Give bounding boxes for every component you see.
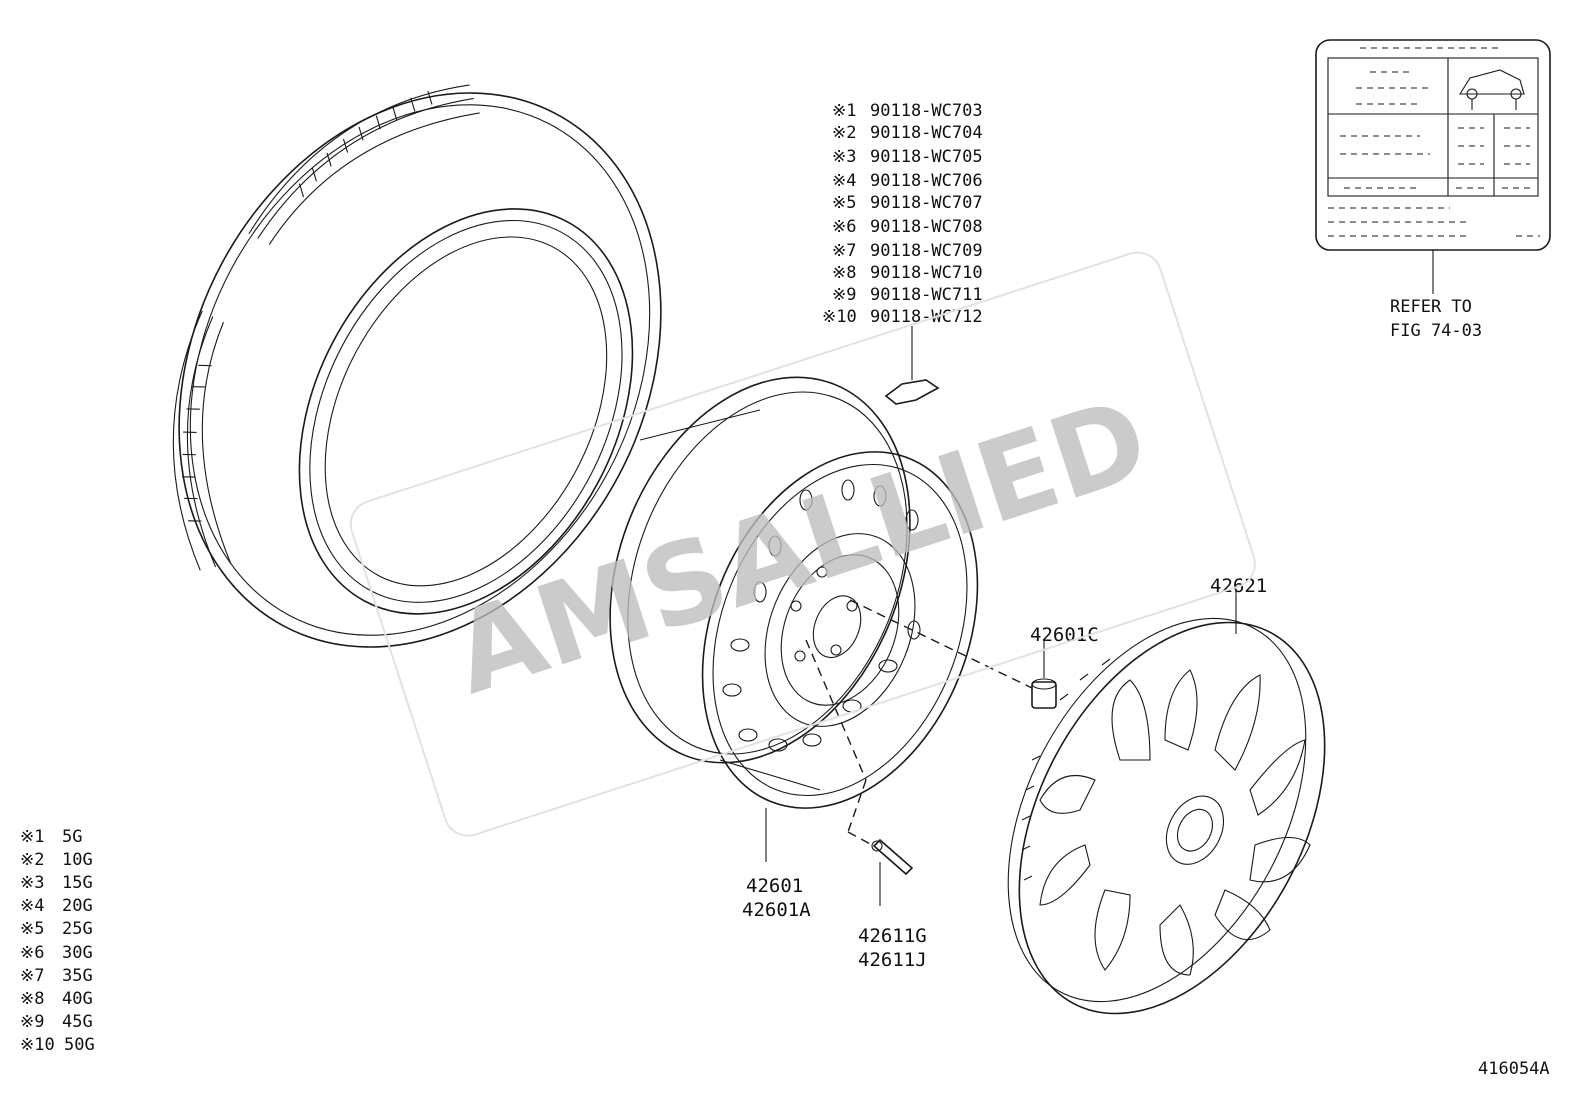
weight-mark: ※2	[832, 123, 856, 143]
weight-mark: ※5	[832, 193, 856, 213]
weight-part-number: 90118-WC709	[870, 241, 983, 261]
balance-weight-illustration	[884, 326, 940, 405]
legend-mark: ※10	[20, 1035, 55, 1055]
leader-lines	[765, 590, 1237, 862]
weight-mark: ※9	[832, 285, 856, 305]
legend-mark: ※7	[20, 966, 44, 986]
legend-weight: 45G	[62, 1012, 93, 1032]
legend-mark: ※6	[20, 943, 44, 963]
legend-mark: ※3	[20, 873, 44, 893]
wheel-alt-part-number: 42601A	[742, 899, 811, 921]
weight-part-number: 90118-WC707	[870, 193, 983, 213]
legend-mark: ※5	[20, 919, 44, 939]
weight-part-number: 90118-WC704	[870, 123, 983, 143]
weight-mark: ※7	[832, 241, 856, 261]
refer-to-label: REFER TO	[1390, 297, 1472, 317]
legend-weight: 50G	[64, 1035, 95, 1055]
weight-mark: ※4	[832, 171, 856, 191]
weight-part-number: 90118-WC705	[870, 147, 983, 167]
legend-weight: 40G	[62, 989, 93, 1009]
weight-mark: ※3	[832, 147, 856, 167]
watermark: AMSALLIED	[349, 251, 1256, 837]
weight-part-number: 90118-WC703	[870, 101, 983, 121]
vent-holes	[722, 479, 921, 752]
weight-part-number: 90118-WC711	[870, 285, 983, 305]
valve-stem-illustration	[871, 838, 914, 906]
legend-weight: 20G	[62, 896, 93, 916]
refer-figure-label: FIG 74-03	[1390, 321, 1482, 341]
weight-part-number: 90118-WC712	[870, 307, 983, 327]
legend-mark: ※4	[20, 896, 44, 916]
weight-part-list: ※1 90118-WC703 ※2 90118-WC704 ※3 90118-W…	[822, 101, 983, 327]
legend-weight: 35G	[62, 966, 93, 986]
hub-cap-illustration	[1007, 617, 1326, 1015]
legend-mark: ※9	[20, 1012, 44, 1032]
legend-mark: ※8	[20, 989, 44, 1009]
legend-weight: 15G	[62, 873, 93, 893]
weight-legend: ※1 5G ※2 10G ※3 15G ※4 20G ※5 25G ※6 30G…	[20, 827, 95, 1055]
legend-weight: 30G	[62, 943, 93, 963]
legend-mark: ※1	[20, 827, 44, 847]
weight-mark: ※8	[832, 263, 856, 283]
legend-weight: 25G	[62, 919, 93, 939]
valve-part-number: 42611G	[858, 925, 927, 947]
watermark-text: AMSALLIED	[438, 374, 1162, 720]
legend-weight: 10G	[62, 850, 93, 870]
legend-mark: ※2	[20, 850, 44, 870]
weight-mark: ※10	[822, 307, 857, 327]
weight-part-number: 90118-WC708	[870, 217, 983, 237]
figure-id: 416054A	[1478, 1059, 1550, 1079]
nut-part-number: 42601C	[1030, 624, 1099, 646]
hub-nut-illustration	[1031, 640, 1057, 709]
weight-mark: ※6	[832, 217, 856, 237]
legend-weight: 5G	[62, 827, 82, 847]
weight-mark: ※1	[832, 101, 856, 121]
weight-part-number: 90118-WC706	[870, 171, 983, 191]
tire-label-reference-box	[1315, 39, 1551, 294]
weight-part-number: 90118-WC710	[870, 263, 983, 283]
valve-alt-part-number: 42611J	[858, 949, 927, 971]
wheel-part-number: 42601	[746, 875, 803, 897]
